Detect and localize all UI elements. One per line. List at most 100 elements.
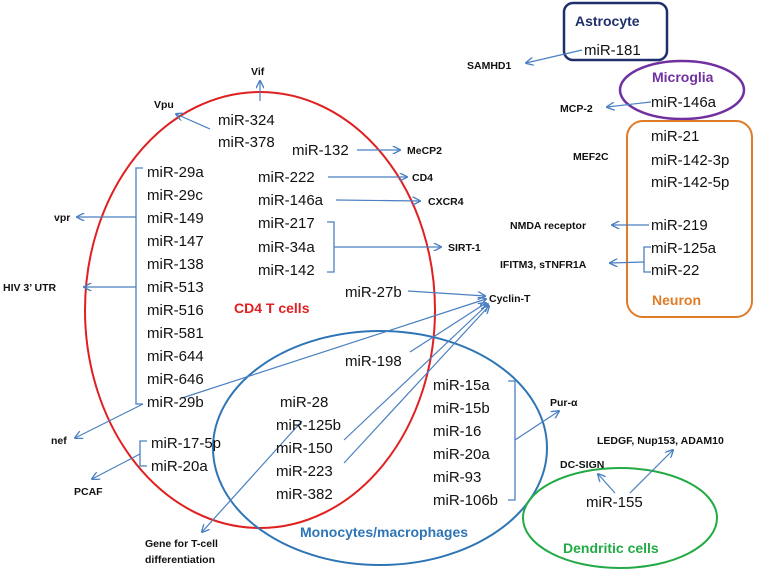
mirna-label: miR-125b (276, 417, 341, 434)
target-label: IFITM3, sTNFR1A (500, 259, 587, 271)
mirna-label: miR-106b (433, 492, 498, 509)
mirna-label: miR-223 (276, 463, 333, 480)
target-label: Gene for T-cell (145, 538, 218, 550)
target-label: HIV 3’ UTR (3, 282, 57, 294)
mirna-label: miR-324 (218, 112, 275, 129)
target-label: SAMHD1 (467, 60, 511, 72)
mirna-label: miR-29b (147, 394, 204, 411)
mirna-label: miR-198 (345, 353, 402, 370)
arrow-150-cyclin (343, 304, 488, 441)
target-label: Vpu (154, 99, 174, 111)
mirna-label: miR-22 (651, 262, 699, 279)
astrocyte-box (562, 1, 669, 62)
mirna-label: miR-138 (147, 256, 204, 273)
arrow-125b-tcell-gene (202, 420, 303, 532)
cd4-tcells-title: CD4 T cells (234, 300, 310, 316)
target-label: nef (51, 435, 67, 447)
mirna-label: miR-17-5p (151, 435, 221, 452)
mirna-label: miR-29c (147, 187, 203, 204)
arrow-181-samhd1 (526, 49, 583, 63)
target-label: Pur-α (550, 397, 578, 409)
brackets (135, 167, 651, 501)
arrow-29b-nef (75, 403, 144, 438)
arrow-125a-ifitm3 (610, 262, 645, 263)
mirna-label: miR-147 (147, 233, 204, 250)
target-label: differentiation (145, 554, 215, 566)
neuron-title: Neuron (652, 292, 701, 308)
mirna-label: miR-646 (147, 371, 204, 388)
mirna-label: miR-644 (147, 348, 204, 365)
arrow-146a-mcp2 (607, 101, 652, 107)
dendritic-title: Dendritic cells (563, 540, 659, 556)
mirna-label: miR-155 (586, 494, 643, 511)
mirna-label: miR-132 (292, 142, 349, 159)
arrow-17-pcaf (92, 453, 141, 479)
target-label: NMDA receptor (510, 220, 586, 232)
target-label: PCAF (74, 486, 103, 498)
arrow-bracket-pur-alpha (514, 411, 559, 441)
mirna-label: miR-219 (651, 217, 708, 234)
microglia-title: Microglia (652, 69, 714, 85)
dendritic-ellipse (522, 467, 718, 569)
mirna-label: miR-29a (147, 164, 204, 181)
arrow-27b-cyclin (407, 290, 485, 296)
astrocyte-title: Astrocyte (575, 13, 640, 29)
mirna-label: miR-93 (433, 469, 481, 486)
mirna-label: miR-20a (433, 446, 490, 463)
arrow-29b-cyclin (181, 299, 486, 399)
mirna-label: miR-513 (147, 279, 204, 296)
mirna-label: miR-516 (147, 302, 204, 319)
mirna-label: miR-27b (345, 284, 402, 301)
target-label: Cyclin-T (489, 293, 531, 305)
mirna-label: miR-149 (147, 210, 204, 227)
mono-right-bracket (508, 380, 516, 501)
mirna-label: miR-15b (433, 400, 490, 417)
target-label: DC-SIGN (560, 459, 604, 471)
arrow-155-ledgf (629, 450, 673, 494)
mirna-label: miR-34a (258, 239, 315, 256)
target-label: MEF2C (573, 151, 609, 163)
mirna-label: miR-382 (276, 486, 333, 503)
mirna-label: miR-142 (258, 262, 315, 279)
mirna-label: miR-16 (433, 423, 481, 440)
mirna-label: miR-146a (258, 192, 324, 209)
monocytes-title: Monocytes/macrophages (300, 524, 468, 540)
mirna-label: miR-217 (258, 215, 315, 232)
target-label: CD4 (412, 172, 433, 184)
mirna-label: miR-222 (258, 169, 315, 186)
mirna-label: miR-581 (147, 325, 204, 342)
cd4-left-bracket (135, 167, 143, 405)
target-label: Vif (251, 66, 265, 78)
monocytes-ellipse (212, 330, 548, 566)
target-label: MeCP2 (407, 145, 442, 157)
microglia-ellipse (618, 59, 746, 121)
arrows (75, 49, 673, 532)
arrow-198-cyclin (409, 303, 486, 353)
mirna-label: miR-28 (280, 394, 328, 411)
cd4-17-bracket (139, 440, 147, 467)
mirna-label: miR-378 (218, 134, 275, 151)
mirna-label: miR-146a (651, 94, 717, 111)
target-label: MCP-2 (560, 103, 593, 115)
mirna-label: miR-142-3p (651, 152, 729, 169)
mirna-labels: miR-181 miR-146a miR-21 miR-142-3p miR-1… (147, 42, 729, 511)
arrow-378-vpu (176, 114, 211, 130)
arrow-223-cyclin (343, 306, 489, 464)
target-label: vpr (54, 212, 70, 224)
neuron-125a-bracket (643, 246, 651, 273)
mirna-label: miR-150 (276, 440, 333, 457)
cd4-217-bracket (327, 221, 335, 273)
mirna-label: miR-125a (651, 240, 717, 257)
target-label: CXCR4 (428, 196, 464, 208)
mirna-label: miR-21 (651, 128, 699, 145)
mirna-label: miR-181 (584, 42, 641, 59)
arrow-146a-cxcr4 (335, 200, 420, 201)
mirna-label: miR-15a (433, 377, 490, 394)
neuron-box (626, 120, 753, 318)
arrow-155-dcsign (598, 474, 616, 494)
target-labels: SAMHD1 MCP-2 MEF2C NMDA receptor IFITM3,… (3, 60, 724, 566)
mirna-label: miR-142-5p (651, 174, 729, 191)
mirna-label: miR-20a (151, 458, 208, 475)
